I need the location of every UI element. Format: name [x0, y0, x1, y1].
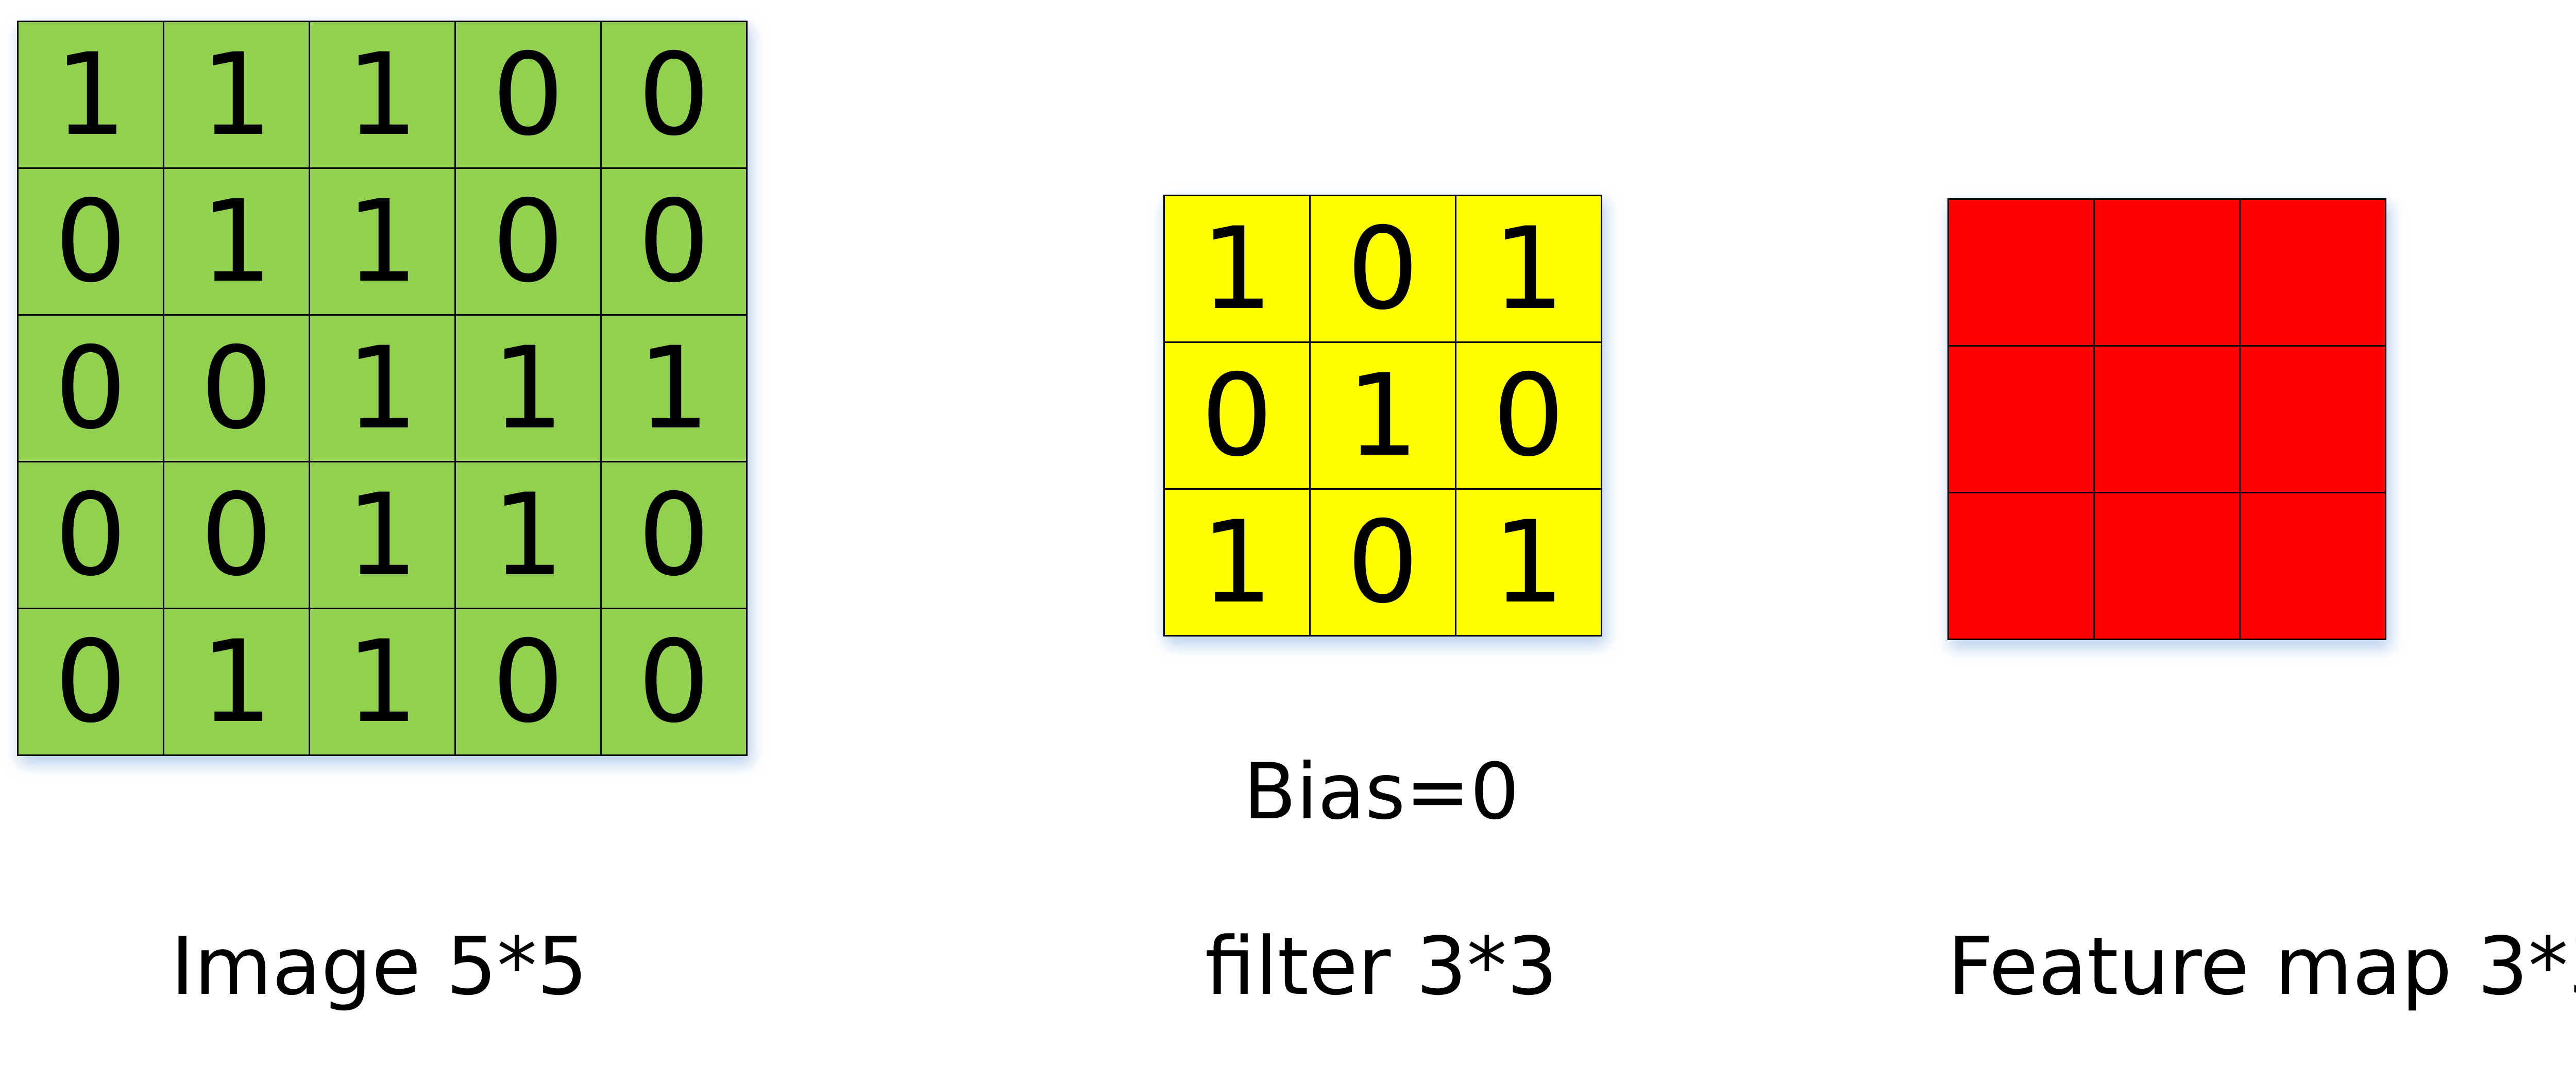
grid-cell: 1	[1309, 341, 1456, 490]
feature-map-grid	[1947, 198, 2386, 640]
grid-cell: 1	[309, 167, 456, 316]
grid-cell: 0	[600, 21, 748, 169]
grid-cell: 0	[600, 167, 748, 316]
grid-cell: 0	[17, 608, 164, 756]
grid-cell	[2239, 492, 2386, 640]
grid-cell: 1	[309, 314, 456, 462]
grid-cell	[2239, 198, 2386, 347]
grid-cell	[1947, 492, 2095, 640]
grid-cell: 1	[454, 314, 602, 462]
grid-cell: 1	[163, 167, 310, 316]
grid-cell: 0	[454, 21, 602, 169]
grid-cell: 0	[1309, 488, 1456, 637]
grid-cell: 0	[1309, 195, 1456, 343]
grid-cell: 0	[163, 461, 310, 609]
feature-map-label: Feature map 3*3	[1947, 920, 2576, 1013]
grid-cell	[2093, 345, 2241, 493]
grid-cell: 0	[600, 608, 748, 756]
grid-cell: 0	[600, 461, 748, 609]
grid-cell: 0	[1455, 341, 1602, 490]
grid-cell: 1	[1455, 195, 1602, 343]
grid-cell	[1947, 198, 2095, 347]
grid-cell: 0	[17, 314, 164, 462]
image-label: Image 5*5	[171, 920, 588, 1013]
grid-cell	[2093, 492, 2241, 640]
grid-cell: 1	[17, 21, 164, 169]
grid-cell: 1	[309, 461, 456, 609]
bias-label: Bias=0	[1243, 747, 1519, 837]
grid-cell: 0	[454, 608, 602, 756]
grid-cell: 1	[163, 21, 310, 169]
grid-cell: 0	[163, 314, 310, 462]
grid-cell: 1	[1163, 488, 1311, 637]
grid-cell: 1	[1455, 488, 1602, 637]
grid-cell	[2239, 345, 2386, 493]
grid-cell: 1	[309, 608, 456, 756]
grid-cell: 0	[17, 461, 164, 609]
grid-cell	[2093, 198, 2241, 347]
feature-map-grid-table	[1947, 198, 2386, 640]
grid-cell: 1	[1163, 195, 1311, 343]
grid-cell: 1	[600, 314, 748, 462]
grid-cell	[1947, 345, 2095, 493]
grid-cell: 1	[454, 461, 602, 609]
grid-cell: 0	[1163, 341, 1311, 490]
grid-cell: 1	[163, 608, 310, 756]
grid-cell: 1	[309, 21, 456, 169]
filter-label: filter 3*3	[1205, 920, 1558, 1013]
grid-cell: 0	[454, 167, 602, 316]
grid-cell: 0	[17, 167, 164, 316]
